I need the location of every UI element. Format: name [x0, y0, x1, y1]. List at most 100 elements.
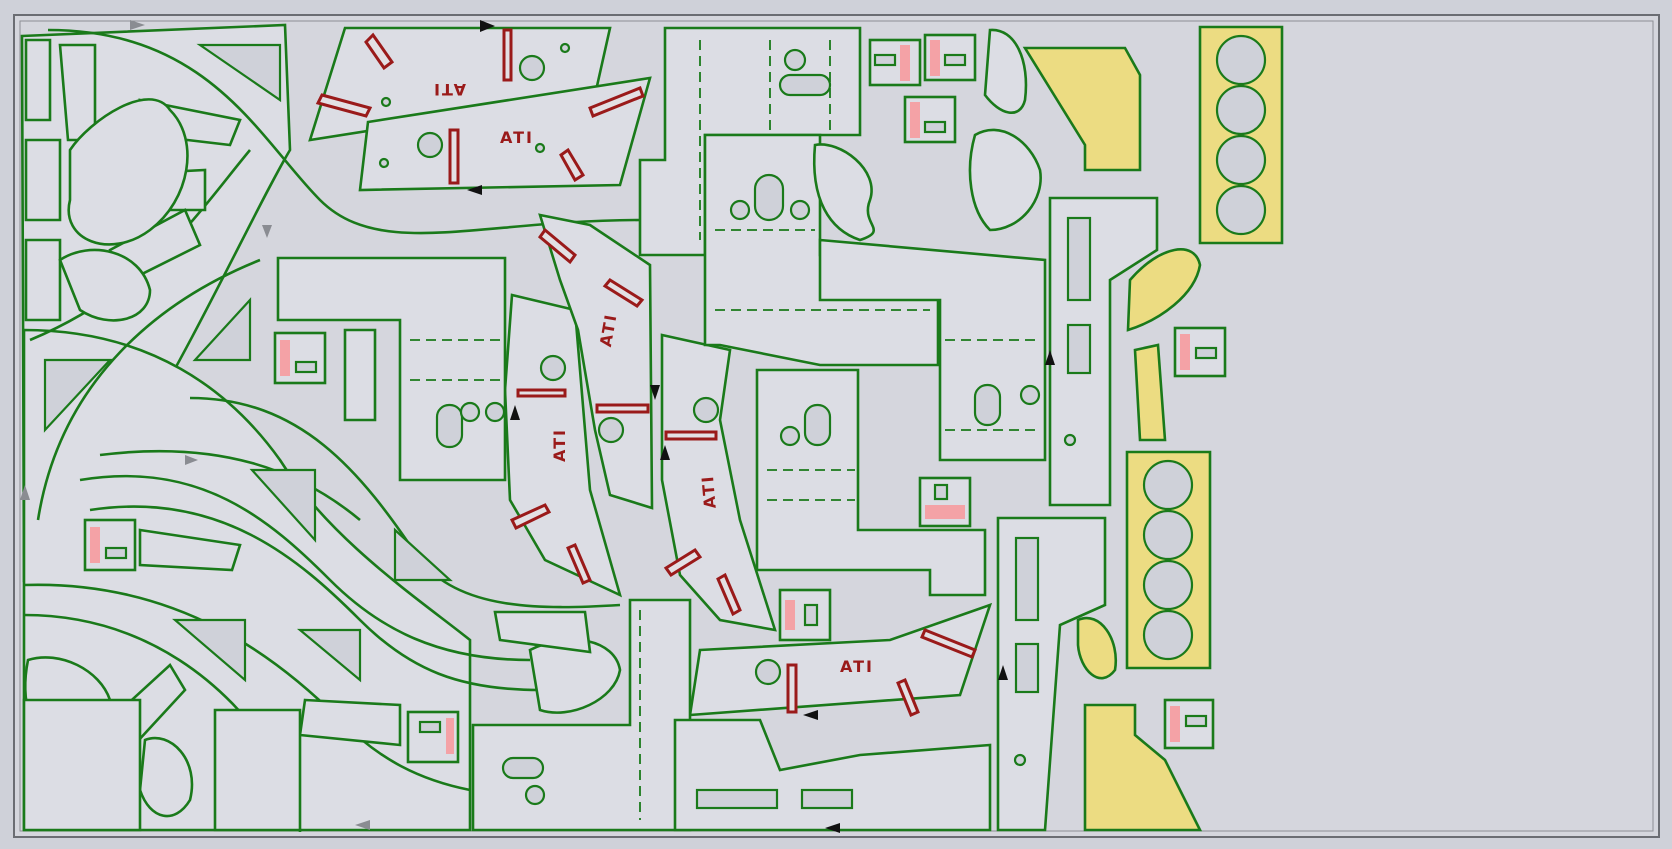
gasket-top[interactable] [1198, 25, 1284, 245]
hole-p [459, 401, 481, 423]
ati-part-2[interactable]: ATI [358, 76, 652, 192]
hole-i [692, 396, 720, 424]
hole-r [524, 784, 546, 806]
grey-triangle-icon [20, 485, 30, 500]
component-6[interactable] [923, 33, 977, 82]
hole-b [380, 96, 392, 108]
hole-s [1063, 433, 1077, 447]
bore-3 [1215, 134, 1267, 186]
organic-1[interactable] [812, 143, 875, 242]
curve-strip-5 [89, 505, 541, 692]
triangle-cutout-3 [249, 468, 317, 543]
gold-plate-top[interactable] [1022, 46, 1142, 172]
slot-hole-5 [435, 403, 464, 449]
bracket-a[interactable] [24, 38, 52, 122]
component-4[interactable] [778, 588, 832, 642]
ati-part-5[interactable]: ATI [660, 333, 777, 632]
gold-bracket-1[interactable] [1133, 343, 1167, 442]
triangle-cutout-4 [393, 527, 453, 582]
bore-4 [1215, 184, 1267, 236]
grey-triangle-icon [130, 20, 145, 30]
slot-bank-4 [1014, 536, 1040, 622]
component-9[interactable] [1173, 326, 1227, 378]
gold-curl-2[interactable] [1076, 616, 1118, 680]
curve-strip-4 [79, 474, 531, 662]
organic-2[interactable] [968, 128, 1042, 232]
bore-1 [1215, 34, 1267, 86]
triangle-arrow-icon [467, 185, 482, 195]
bore-2 [1215, 84, 1267, 136]
bracket-c[interactable] [24, 238, 62, 322]
slot-11 [602, 278, 645, 308]
bore-8 [1142, 609, 1194, 661]
slot-hole-4 [803, 403, 832, 447]
triangle-cutout-5 [172, 618, 247, 683]
ati-plate-2[interactable] [358, 76, 652, 192]
highlighted-parts [1022, 25, 1284, 832]
slot-3 [315, 93, 373, 118]
ati-label-6: ATI [840, 657, 874, 676]
slot-bank-5 [1014, 642, 1040, 694]
blob-part-2[interactable] [58, 248, 152, 322]
triangle-cutout-2 [192, 297, 252, 362]
lower-left-block[interactable] [22, 698, 142, 832]
slot-bank-2 [1066, 216, 1092, 302]
component-5[interactable] [868, 38, 922, 87]
ati-label-3: ATI [550, 428, 569, 462]
organic-5[interactable] [493, 610, 592, 654]
gold-plate-bottom[interactable] [1083, 703, 1203, 832]
hole-o [779, 425, 801, 447]
ati-label-2: ATI [500, 128, 534, 147]
gasket-bottom[interactable] [1125, 450, 1212, 670]
slot-10 [537, 227, 578, 265]
bracket-j[interactable] [298, 698, 402, 747]
slot-14 [663, 547, 703, 578]
slot-12 [595, 403, 650, 414]
hole-a [518, 54, 546, 82]
blob-part-1[interactable] [67, 98, 189, 246]
slot-6 [588, 86, 645, 118]
bore-5 [1142, 459, 1194, 511]
slot-bank-3 [1066, 323, 1092, 375]
bracket-h[interactable] [138, 528, 242, 572]
slot-2 [502, 28, 513, 82]
lower-left-block-2[interactable] [213, 708, 302, 832]
slot-hole-2 [753, 173, 785, 222]
slot-4 [448, 128, 460, 185]
hole-c [559, 42, 571, 54]
ati-part-6[interactable]: ATI [688, 602, 993, 717]
hole-h [597, 416, 625, 444]
component-7[interactable] [903, 95, 957, 144]
bore-6 [1142, 509, 1194, 561]
right-strip-parts [996, 196, 1159, 832]
hole-l [729, 199, 751, 221]
organic-3[interactable] [983, 28, 1028, 115]
component-10[interactable] [1163, 698, 1215, 750]
bracket-k[interactable] [343, 328, 377, 422]
triangle-cutout-6 [296, 628, 362, 683]
hole-q [484, 401, 506, 423]
hole-g [539, 354, 567, 382]
bore-7 [1142, 559, 1194, 611]
gold-curl-1[interactable] [1126, 248, 1202, 332]
hole-j [754, 658, 782, 686]
component-1[interactable] [273, 331, 327, 385]
triangle-arrow-icon [650, 385, 660, 400]
triangle-arrow-icon [803, 710, 818, 720]
center-plates [276, 26, 1047, 832]
bracket-b[interactable] [24, 138, 62, 222]
curve-strip-9 [99, 449, 361, 521]
ati-part-4[interactable]: ATI [537, 213, 654, 510]
ati-part-3[interactable]: ATI [503, 293, 623, 598]
triangle-arrow-icon [825, 823, 840, 833]
hole-k [783, 48, 807, 72]
slot-16 [786, 663, 798, 714]
component-2[interactable] [83, 518, 137, 572]
organic-parts [493, 28, 1042, 714]
triangle-cutout-1 [43, 358, 113, 433]
component-3[interactable] [406, 710, 460, 764]
component-8[interactable] [918, 476, 972, 528]
slot-9 [566, 543, 592, 585]
blob-part-4[interactable] [138, 736, 194, 818]
hole-t [1013, 753, 1027, 767]
